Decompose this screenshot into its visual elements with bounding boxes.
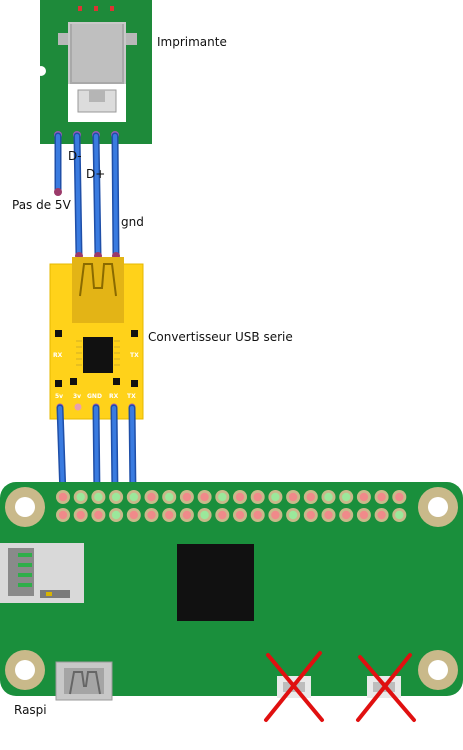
- mini-hdmi-icon: [55, 661, 113, 701]
- gpio-pin-center: [94, 510, 103, 520]
- gpio-pin-center: [147, 492, 156, 502]
- printer-label: Imprimante: [157, 35, 227, 49]
- sd-card-slot-icon: [0, 543, 84, 603]
- converter-chip: [83, 337, 113, 373]
- gpio-pin-center: [271, 510, 280, 520]
- gpio-pin-center: [271, 492, 280, 502]
- gpio-pin-center: [235, 492, 245, 502]
- gpio-pin-center: [58, 510, 68, 520]
- gpio-pin-center: [182, 492, 192, 502]
- gpio-pin-center: [288, 510, 298, 520]
- gpio-pin-center: [200, 492, 209, 502]
- gpio-pin-center: [165, 510, 174, 520]
- pin-3v-label: 3v: [73, 393, 81, 400]
- usb-b-port-icon: [58, 22, 137, 122]
- gpio-pin-center: [253, 510, 262, 520]
- gpio-pin-center: [342, 492, 351, 502]
- gpio-pin-center: [218, 492, 227, 502]
- red-cross-icon: [356, 653, 416, 722]
- gpio-pin-center: [359, 492, 369, 502]
- wires-converter-raspi: [56, 404, 137, 500]
- pin-rx-label: RX: [109, 393, 119, 400]
- soc-chip: [177, 544, 254, 621]
- pin-5v-label: 5v: [55, 393, 63, 400]
- gpio-pin-center: [395, 492, 404, 502]
- gpio-pin-center: [129, 492, 138, 502]
- gpio-pin-center: [111, 492, 121, 502]
- side-tx-label: TX: [130, 352, 139, 359]
- gpio-pin-center: [94, 492, 103, 502]
- no-5v-label: Pas de 5V: [12, 198, 72, 212]
- red-cross-icon: [264, 651, 324, 722]
- gpio-pin-center: [306, 492, 315, 502]
- wires-printer-converter: [54, 132, 120, 260]
- d-plus-label: D+: [86, 167, 105, 181]
- gpio-pin-center: [165, 492, 174, 502]
- gpio-pin-center: [129, 510, 138, 520]
- gpio-pin-center: [76, 510, 85, 520]
- gpio-pin-center: [200, 510, 209, 520]
- raspi-label: Raspi: [14, 703, 47, 717]
- gpio-pin-center: [377, 510, 386, 520]
- gpio-pin-center: [342, 510, 351, 520]
- usb-serial-converter: RX TX 5v 3v GND RX TX: [49, 257, 144, 420]
- gpio-pin-center: [359, 510, 369, 520]
- gpio-pin-center: [324, 510, 333, 520]
- side-rx-label: RX: [53, 352, 63, 359]
- gpio-pin-center: [395, 510, 404, 520]
- pin-tx-label: TX: [127, 393, 136, 400]
- pin-gnd-label: GND: [87, 393, 102, 400]
- gpio-pin-center: [306, 510, 315, 520]
- gpio-pin-center: [182, 510, 192, 520]
- mini-usb-connector-icon: [72, 257, 124, 323]
- gpio-pin-center: [111, 510, 121, 520]
- gpio-pin-center: [324, 492, 333, 502]
- gpio-pin-center: [147, 510, 156, 520]
- printer-board: [36, 0, 152, 144]
- gpio-pin-center: [218, 510, 227, 520]
- converter-label: Convertisseur USB serie: [148, 330, 293, 344]
- gpio-pin-center: [235, 510, 245, 520]
- d-minus-label: D-: [68, 149, 82, 163]
- gpio-header: [56, 490, 407, 522]
- gpio-pin-center: [58, 492, 68, 502]
- gpio-pin-center: [377, 492, 386, 502]
- gpio-pin-center: [253, 492, 262, 502]
- raspberry-pi-board: [0, 482, 463, 701]
- gpio-pin-center: [288, 492, 298, 502]
- gnd-label: gnd: [121, 215, 144, 229]
- gpio-pin-center: [76, 492, 85, 502]
